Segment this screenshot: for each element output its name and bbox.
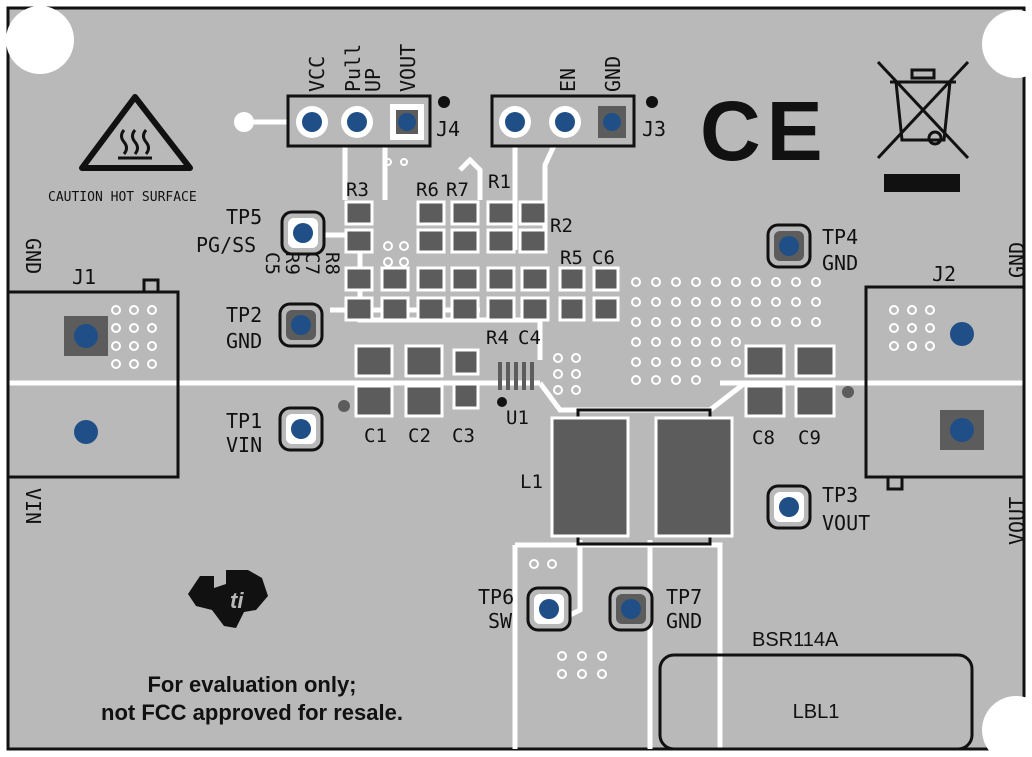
ref-r7: R7	[446, 179, 469, 201]
weee-bin-icon	[876, 60, 970, 160]
j1-label-gnd: GND	[21, 238, 45, 274]
j4-pin3-via	[398, 113, 416, 131]
j3-ref: J3	[642, 117, 666, 141]
ref-r1: R1	[488, 171, 511, 193]
ref-c5: C5	[261, 252, 283, 275]
ref-c2: C2	[408, 425, 431, 447]
test-point-tp1	[278, 406, 324, 452]
j4-ref: J4	[436, 117, 460, 141]
j4-trace-end	[234, 112, 254, 132]
l1-pad-right	[654, 416, 734, 538]
hot-surface-icon	[79, 94, 193, 171]
l1-pad-left	[550, 416, 630, 538]
tp4-sub: GND	[822, 251, 858, 275]
ref-r4: R4	[486, 327, 509, 349]
tp-marker-right	[842, 386, 854, 398]
tp-marker-left	[338, 400, 350, 412]
caution-text: CAUTION HOT SURFACE	[48, 190, 197, 205]
u1-chip	[498, 362, 534, 390]
notice-line2: not FCC approved for resale.	[101, 700, 403, 725]
ref-r6: R6	[416, 179, 439, 201]
ref-c8: C8	[752, 427, 775, 449]
test-point-tp5	[280, 210, 326, 256]
weee-bar	[884, 174, 960, 192]
tp1-id: TP1	[226, 409, 262, 433]
smd-pads	[344, 200, 836, 418]
j4-label-vcc: VCC	[305, 56, 329, 92]
tp3-id: TP3	[822, 483, 858, 507]
tp7-id: TP7	[666, 585, 702, 609]
test-point-tp6	[526, 586, 572, 632]
mount-hole-tl	[6, 6, 74, 74]
j2-connector	[864, 285, 1026, 479]
ref-l1: L1	[520, 471, 543, 493]
ti-logo-letters: ti	[230, 588, 244, 613]
ref-c1: C1	[364, 425, 387, 447]
tp3-sub: VOUT	[822, 511, 870, 535]
j1-pin1-via	[74, 324, 98, 348]
j2-pin2-via	[950, 418, 974, 442]
test-point-tp3	[766, 484, 812, 530]
notice-line1: For evaluation only;	[147, 672, 356, 697]
j1-label-vin: VIN	[21, 488, 45, 524]
j2-vias	[889, 305, 935, 351]
u1-pin1-marker	[497, 397, 507, 407]
thermal-via-array	[383, 158, 821, 679]
j4-label-vout: VOUT	[396, 44, 420, 92]
j2-label-gnd: GND	[1005, 242, 1029, 278]
heat-waves-icon	[118, 129, 152, 160]
mount-hole-br	[982, 696, 1032, 757]
mount-hole-tr	[982, 10, 1032, 78]
j4-pin2-via	[347, 112, 367, 132]
tp2-id: TP2	[226, 303, 262, 327]
ti-logo-icon	[188, 570, 268, 628]
tp2-sub: GND	[226, 329, 262, 353]
ref-r2: R2	[550, 215, 573, 237]
ref-r9: R9	[281, 252, 303, 275]
j3-label-gnd: GND	[601, 56, 625, 92]
label-box	[658, 653, 974, 751]
tp4-id: TP4	[822, 225, 858, 249]
test-point-tp7	[608, 586, 654, 632]
ref-c3: C3	[452, 425, 475, 447]
ref-r3: R3	[346, 179, 369, 201]
j4-pin1-marker	[438, 96, 450, 108]
j2-tab	[886, 475, 904, 491]
label-box-text: LBL1	[793, 701, 840, 723]
ref-c4: C4	[518, 327, 541, 349]
j3-pin3-via	[603, 113, 621, 131]
j3-pin1-marker	[646, 96, 658, 108]
board-id: BSR114A	[752, 629, 839, 651]
j4-label-pull: Pull	[341, 44, 365, 92]
j4-label-up: UP	[361, 68, 385, 92]
j2-ref: J2	[932, 262, 956, 286]
ref-r5: R5	[560, 247, 583, 269]
j1-connector	[6, 290, 180, 479]
ce-mark: CE	[700, 84, 829, 178]
tp5-sub: PG/SS	[196, 233, 256, 257]
j2-label-vout: VOUT	[1005, 497, 1029, 545]
j3-label-en: EN	[556, 68, 580, 92]
ref-c6: C6	[592, 247, 615, 269]
j1-pin2-via	[74, 420, 98, 444]
ref-r8: R8	[321, 252, 343, 275]
ref-c9: C9	[798, 427, 821, 449]
j3-pin1-via	[505, 112, 525, 132]
j4-pin1-via	[302, 112, 322, 132]
tp7-sub: GND	[666, 609, 702, 633]
test-point-tp2	[278, 302, 324, 348]
tp5-id: TP5	[226, 205, 262, 229]
j1-tab	[142, 278, 160, 294]
tp1-sub: VIN	[226, 433, 262, 457]
tp6-id: TP6	[478, 585, 514, 609]
ref-u1: U1	[506, 407, 529, 429]
test-point-tp4	[766, 223, 812, 269]
j1-ref: J1	[72, 265, 96, 289]
tp6-sub: SW	[488, 609, 513, 633]
j2-pin1-via	[950, 322, 974, 346]
j3-pin2-via	[555, 112, 575, 132]
j1-vias	[111, 305, 157, 369]
ref-c7: C7	[301, 252, 323, 275]
